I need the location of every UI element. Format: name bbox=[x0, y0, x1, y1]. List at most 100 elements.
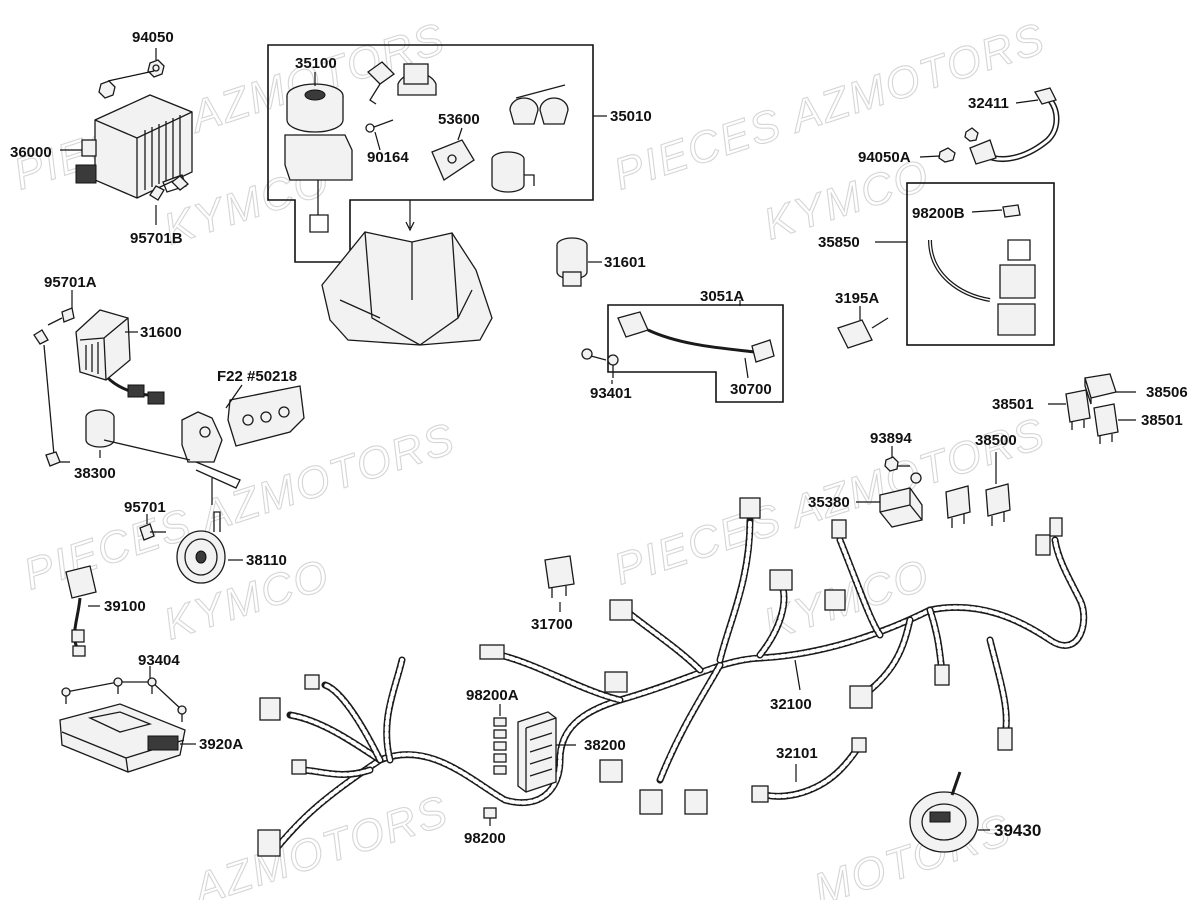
part-label-35850: 35850 bbox=[818, 234, 860, 251]
relay-38501 bbox=[1065, 389, 1091, 430]
relay-38500 bbox=[985, 483, 1011, 526]
bolt bbox=[47, 307, 75, 326]
harness-connector bbox=[684, 789, 708, 815]
part-label-38300: 38300 bbox=[74, 465, 116, 482]
part-label-35100: 35100 bbox=[295, 55, 337, 72]
ecu-group: 93404 3920A bbox=[59, 652, 243, 773]
part-label-3051A: 3051A bbox=[700, 288, 744, 305]
screw bbox=[581, 348, 607, 361]
part-label-39100: 39100 bbox=[104, 598, 146, 615]
part-label-39430: 39430 bbox=[994, 821, 1041, 840]
harness-connector bbox=[604, 671, 628, 693]
regulator-group: 95701A 31600 F22 #50218 bbox=[33, 274, 305, 505]
screw bbox=[607, 354, 619, 378]
relay-31700: 31700 bbox=[531, 555, 575, 633]
key-cover bbox=[431, 139, 475, 181]
key bbox=[366, 61, 396, 105]
mounting-bracket bbox=[181, 385, 305, 489]
battery-cable-group: 32411 94050A bbox=[858, 87, 1060, 166]
relay-group-right: 38506 38501 38501 bbox=[992, 373, 1188, 444]
part-label-F22: F22 #50218 bbox=[217, 368, 297, 385]
seat-lock-keys bbox=[509, 84, 569, 125]
key bbox=[397, 63, 437, 96]
part-label-38110: 38110 bbox=[246, 552, 287, 569]
harness-connector bbox=[291, 759, 307, 775]
connector-3195A: 3195A bbox=[835, 290, 889, 349]
handlebar-cover bbox=[321, 231, 493, 346]
sensor-39100: 39100 bbox=[65, 565, 146, 657]
fuse-box bbox=[517, 711, 557, 793]
screw bbox=[910, 472, 922, 484]
harness-connector bbox=[599, 759, 623, 783]
screw bbox=[113, 677, 123, 694]
accessory-socket: 31601 bbox=[556, 237, 646, 287]
fuse-stack bbox=[493, 717, 507, 775]
part-label-32101: 32101 bbox=[776, 745, 818, 762]
part-label-35010: 35010 bbox=[610, 108, 652, 125]
relay-38506 bbox=[1084, 373, 1117, 405]
part-label-98200A: 98200A bbox=[466, 687, 519, 704]
ignition-switch-set: 35100 53600 90164 35010 bbox=[267, 44, 652, 263]
flasher-relay bbox=[85, 409, 191, 461]
harness-connector bbox=[304, 674, 320, 690]
fuse bbox=[483, 807, 497, 819]
cdi-unit-group: 94050 36000 95701B bbox=[10, 29, 193, 247]
part-label-90164: 90164 bbox=[367, 149, 409, 166]
fuse bbox=[1002, 204, 1021, 218]
main-wire-harness: 32100 bbox=[257, 497, 1088, 857]
harness-connector bbox=[259, 697, 281, 721]
part-label-93401: 93401 bbox=[590, 385, 632, 402]
part-label-38200: 38200 bbox=[584, 737, 626, 754]
harness-connector bbox=[831, 519, 847, 539]
part-label-95701: 95701 bbox=[124, 499, 166, 516]
part-label-95701A: 95701A bbox=[44, 274, 97, 291]
harness-connector bbox=[639, 789, 663, 815]
bolt bbox=[139, 523, 166, 541]
tilt-sensor bbox=[879, 487, 923, 528]
part-label-94050: 94050 bbox=[132, 29, 174, 46]
part-label-32411: 32411 bbox=[968, 95, 1009, 112]
bolt bbox=[33, 329, 49, 345]
immobilizer-antenna: 39430 bbox=[909, 771, 1041, 853]
screw bbox=[177, 705, 187, 722]
cdi-unit bbox=[75, 94, 193, 199]
part-label-94050A: 94050A bbox=[858, 149, 911, 166]
relay-38500 bbox=[945, 485, 971, 528]
harness-connector bbox=[257, 829, 281, 857]
ecu bbox=[59, 703, 186, 773]
part-label-32100: 32100 bbox=[770, 696, 812, 713]
screw bbox=[147, 677, 157, 694]
relay-38501 bbox=[1093, 403, 1119, 444]
lock-cylinder bbox=[491, 151, 535, 193]
harness-connector bbox=[824, 589, 846, 611]
harness-connector bbox=[739, 497, 761, 519]
part-label-53600: 53600 bbox=[438, 111, 480, 128]
part-label-3195A: 3195A bbox=[835, 290, 879, 307]
bolt bbox=[45, 451, 70, 467]
part-label-31600: 31600 bbox=[140, 324, 182, 341]
harness-connector bbox=[849, 685, 873, 709]
harness-connector bbox=[1049, 517, 1063, 537]
harness-connector bbox=[479, 644, 505, 660]
part-label-95701B: 95701B bbox=[130, 230, 183, 247]
part-label-36000: 36000 bbox=[10, 144, 52, 161]
part-label-38506: 38506 bbox=[1146, 384, 1188, 401]
harness-connector bbox=[934, 664, 950, 686]
starter-relay bbox=[997, 239, 1036, 336]
part-label-38500: 38500 bbox=[975, 432, 1017, 449]
sub-harness-32101: 32101 bbox=[751, 737, 867, 803]
harness-connector bbox=[997, 727, 1013, 751]
regulator-rectifier bbox=[75, 309, 165, 405]
part-label-31601: 31601 bbox=[604, 254, 646, 271]
starter-relay-set: 98200B 35850 bbox=[818, 182, 1055, 346]
part-label-98200B: 98200B bbox=[912, 205, 965, 222]
horn bbox=[176, 511, 226, 584]
harness-connector bbox=[1035, 534, 1051, 556]
fuse-box-group: 98200A 38200 98200 bbox=[464, 687, 626, 847]
part-label-98200: 98200 bbox=[464, 830, 506, 847]
ignition-switch bbox=[284, 83, 353, 233]
screw bbox=[884, 456, 910, 472]
part-label-38501: 38501 bbox=[992, 396, 1034, 413]
watermark-text: PIECES AZMOTORS bbox=[8, 14, 452, 200]
